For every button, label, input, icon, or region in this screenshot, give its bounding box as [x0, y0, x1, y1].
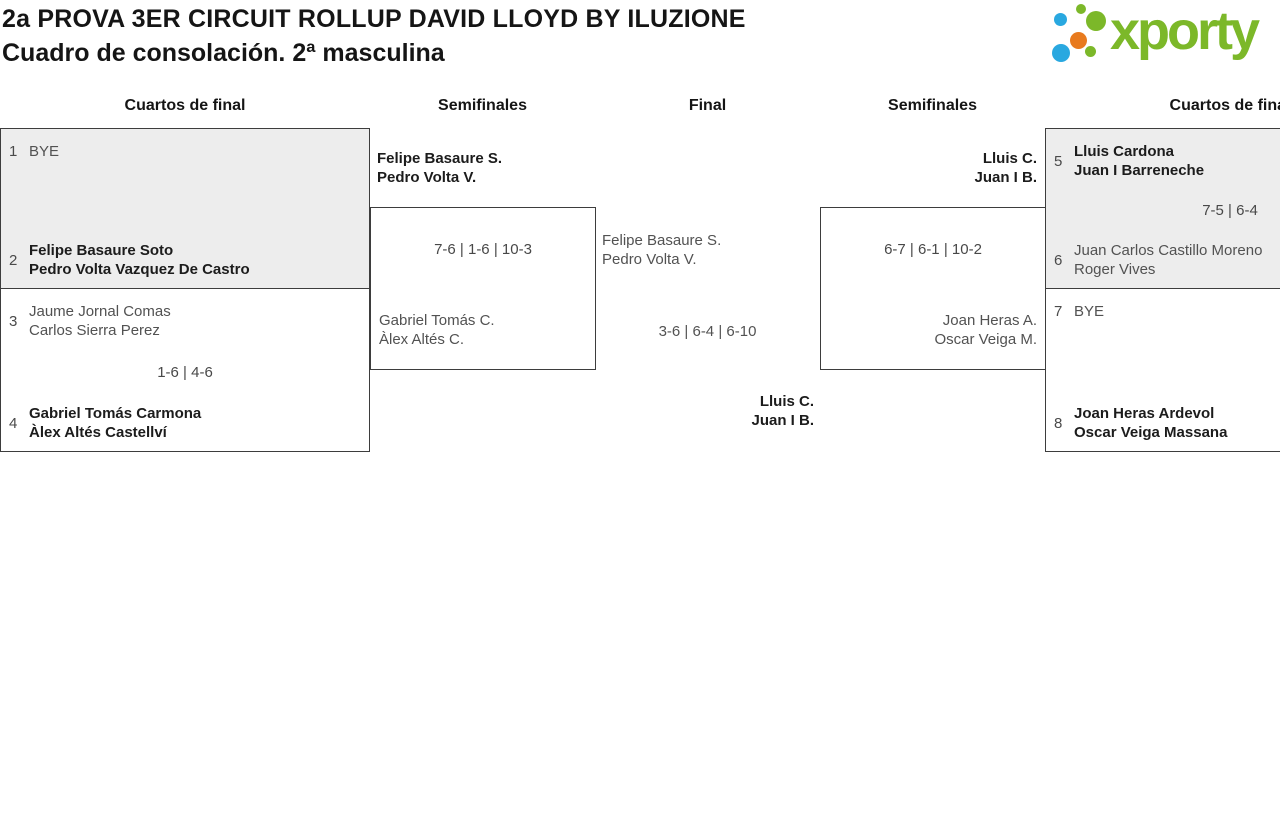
- player-name: BYE: [29, 143, 60, 160]
- sf-right-loser-team: Joan Heras A. Oscar Veiga M.: [934, 311, 1037, 349]
- seed-number: 8: [1054, 414, 1063, 432]
- match-box-qf-right-5-6: 5 Lluis Cardona Juan I Barreneche 7-5 | …: [1045, 128, 1280, 289]
- xporty-logo[interactable]: xporty: [1048, 1, 1280, 68]
- player-name: Gabriel Tomás Carmona: [29, 405, 202, 422]
- team-row-seed-5: 5 Lluis Cardona Juan I Barreneche: [1046, 142, 1280, 180]
- player-name: Felipe Basaure Soto: [29, 242, 174, 259]
- player-name: Pedro Volta Vazquez De Castro: [29, 261, 250, 278]
- final-top-team: Felipe Basaure S. Pedro Volta V.: [602, 231, 721, 269]
- team-names: Joan Heras Ardevol Oscar Veiga Massana: [1074, 404, 1227, 442]
- player-name: Carlos Sierra Perez: [29, 322, 160, 339]
- team-names: Lluis Cardona Juan I Barreneche: [1074, 142, 1204, 180]
- match-box-qf-left-1-2: 1 BYE 2 Felipe Basaure Soto Pedro Volta …: [0, 128, 370, 289]
- player-name: Jaume Jornal Comas: [29, 303, 171, 320]
- player-name: Lluis Cardona: [1074, 143, 1175, 160]
- match-box-qf-right-7-8: 7 BYE 8 Joan Heras Ardevol Oscar Veiga M…: [1045, 288, 1280, 452]
- seed-number: 2: [9, 251, 18, 269]
- team-names: Gabriel Tomás Carmona Àlex Altés Castell…: [29, 404, 201, 442]
- match-score: 7-5 | 6-4: [1202, 202, 1258, 219]
- page-subtitle: Cuadro de consolación. 2ª masculina: [2, 39, 445, 67]
- player-name: Àlex Altés C.: [379, 331, 465, 348]
- logo-dot-green-small-top-icon: [1076, 4, 1086, 14]
- team-row-seed-1: 1 BYE: [1, 142, 369, 161]
- sf-left-winner-team: Felipe Basaure S. Pedro Volta V.: [377, 149, 502, 187]
- match-box-sf-left: 7-6 | 1-6 | 10-3 Gabriel Tomás C. Àlex A…: [370, 207, 596, 370]
- final-winner-team: Lluis C. Juan I B.: [595, 392, 814, 430]
- logo-dot-green-large-icon: [1086, 11, 1106, 31]
- sf-right-winner-team: Lluis C. Juan I B.: [820, 149, 1037, 187]
- team-names: Jaume Jornal Comas Carlos Sierra Perez: [29, 302, 171, 340]
- player-name: Juan I Barreneche: [1074, 162, 1205, 179]
- team-names: Juan Carlos Castillo Moreno Roger Vives: [1074, 241, 1262, 279]
- match-score: 6-7 | 6-1 | 10-2: [884, 241, 982, 258]
- team-names: BYE: [29, 142, 59, 161]
- player-name: Felipe Basaure S.: [377, 150, 503, 167]
- player-name: Roger Vives: [1074, 261, 1156, 278]
- player-name: BYE: [1074, 303, 1105, 320]
- logo-dot-orange-icon: [1070, 32, 1087, 49]
- team-names: Felipe Basaure Soto Pedro Volta Vazquez …: [29, 241, 250, 279]
- player-name: Juan I B.: [751, 412, 814, 429]
- player-name: Joan Heras A.: [942, 312, 1037, 329]
- logo-wordmark: xporty: [1110, 1, 1260, 61]
- team-row-seed-7: 7 BYE: [1046, 302, 1280, 321]
- page-title: 2a PROVA 3ER CIRCUIT ROLLUP DAVID LLOYD …: [2, 5, 746, 33]
- match-box-sf-right: 6-7 | 6-1 | 10-2 Joan Heras A. Oscar Vei…: [820, 207, 1046, 370]
- team-row-seed-6: 6 Juan Carlos Castillo Moreno Roger Vive…: [1046, 241, 1280, 279]
- player-name: Pedro Volta V.: [377, 169, 477, 186]
- logo-dot-green-small-bottom-icon: [1085, 46, 1096, 57]
- match-score: 1-6 | 4-6: [157, 363, 213, 381]
- seed-number: 4: [9, 414, 18, 432]
- round-header-quarterfinals-left: Cuartos de final: [124, 97, 246, 114]
- player-name: Lluis C.: [759, 393, 814, 410]
- team-names: BYE: [1074, 302, 1104, 321]
- player-name: Lluis C.: [982, 150, 1037, 167]
- match-box-qf-left-3-4: 3 Jaume Jornal Comas Carlos Sierra Perez…: [0, 288, 370, 452]
- player-name: Felipe Basaure S.: [602, 232, 722, 249]
- sf-left-loser-team: Gabriel Tomás C. Àlex Altés C.: [379, 311, 495, 349]
- player-name: Pedro Volta V.: [602, 251, 697, 268]
- match-score: 7-6 | 1-6 | 10-3: [434, 241, 532, 258]
- player-name: Gabriel Tomás C.: [379, 312, 495, 329]
- logo-dot-blue-large-icon: [1052, 44, 1070, 62]
- round-header-final: Final: [688, 97, 727, 114]
- player-name: Joan Heras Ardevol: [1074, 405, 1215, 422]
- player-name: Oscar Veiga Massana: [1074, 424, 1228, 441]
- team-row-seed-3: 3 Jaume Jornal Comas Carlos Sierra Perez: [1, 302, 369, 340]
- team-row-seed-4: 4 Gabriel Tomás Carmona Àlex Altés Caste…: [1, 404, 369, 442]
- seed-number: 3: [9, 312, 18, 330]
- team-row-seed-8: 8 Joan Heras Ardevol Oscar Veiga Massana: [1046, 404, 1280, 442]
- player-name: Oscar Veiga M.: [934, 331, 1037, 348]
- seed-number: 1: [9, 143, 18, 160]
- seed-number: 5: [1054, 152, 1063, 170]
- final-score: 3-6 | 6-4 | 6-10: [658, 323, 757, 340]
- round-header-quarterfinals-right: Cuartos de final: [1169, 97, 1280, 114]
- player-name: Juan I B.: [974, 169, 1037, 186]
- seed-number: 6: [1054, 251, 1063, 269]
- player-name: Juan Carlos Castillo Moreno: [1074, 242, 1263, 259]
- round-header-semifinals-left: Semifinales: [438, 97, 527, 114]
- logo-dot-blue-small-icon: [1054, 13, 1067, 26]
- player-name: Àlex Altés Castellví: [29, 424, 167, 441]
- round-header-semifinals-right: Semifinales: [888, 97, 977, 114]
- team-row-seed-2: 2 Felipe Basaure Soto Pedro Volta Vazque…: [1, 241, 369, 279]
- seed-number: 7: [1054, 303, 1063, 320]
